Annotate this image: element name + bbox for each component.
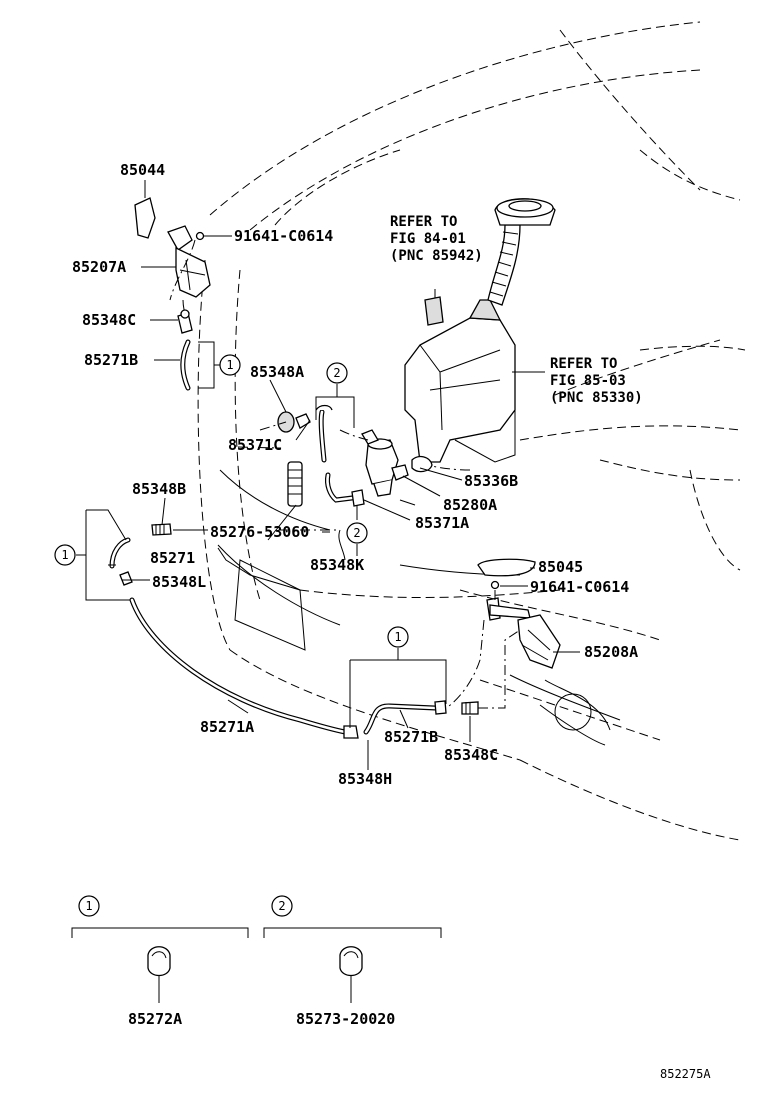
legend-key-2-text: 2 <box>278 899 285 913</box>
callout-1-b <box>54 544 76 566</box>
label-85280A: 85280A <box>443 496 497 514</box>
ref1-line3: (PNC 85942) <box>390 248 483 264</box>
label-91641-b: 91641-C0614 <box>530 578 629 596</box>
ref2-line1: REFER TO <box>550 356 617 372</box>
legend-key-1 <box>78 895 100 917</box>
ref1-line2: FIG 84-01 <box>390 231 466 247</box>
ref1-line1: REFER TO <box>390 214 457 230</box>
legend-key-1-text: 1 <box>85 899 92 913</box>
label-85348C-b: 85348C <box>444 746 498 764</box>
callout-2-a-text: 2 <box>333 366 340 380</box>
label-85044: 85044 <box>120 161 165 179</box>
hoses-lower-left <box>109 523 479 739</box>
legend-key-2 <box>271 895 293 917</box>
reference-notes: REFER TO FIG 84-01 (PNC 85942) REFER TO … <box>390 214 643 406</box>
label-85371A: 85371A <box>415 514 469 532</box>
label-85348C-a: 85348C <box>82 311 136 329</box>
label-85371C: 85371C <box>228 436 282 454</box>
label-85336B: 85336B <box>464 472 518 490</box>
part-labels: 85044 91641-C0614 85207A 85348C 85271B 8… <box>72 161 638 788</box>
label-85348A: 85348A <box>250 363 304 381</box>
callout-1-a <box>219 354 241 376</box>
hose-85371C <box>277 404 365 507</box>
headlamp-outline <box>217 469 621 746</box>
washer-pump <box>361 429 409 497</box>
label-91641-a: 91641-C0614 <box>234 227 333 245</box>
connector-lines <box>169 239 521 709</box>
clamp-85273-icon <box>339 946 363 1003</box>
callout-1-c <box>387 626 409 648</box>
label-85348K: 85348K <box>310 556 364 574</box>
nozzle-85207A <box>134 197 211 334</box>
nozzle-85208A <box>477 558 561 669</box>
label-85271: 85271 <box>150 549 195 567</box>
label-85208A: 85208A <box>584 643 638 661</box>
callout-2-b-text: 2 <box>353 526 360 540</box>
label-85045: 85045 <box>538 558 583 576</box>
label-85348H: 85348H <box>338 770 392 788</box>
illustration-code: 852275A <box>660 1067 711 1081</box>
label-85207A: 85207A <box>72 258 126 276</box>
label-85271B-b: 85271B <box>384 728 438 746</box>
callout-circles: 1 2 2 1 1 <box>54 354 409 648</box>
leader-lines <box>76 180 580 770</box>
label-85273: 85273-20020 <box>296 1010 395 1028</box>
label-85348B: 85348B <box>132 480 186 498</box>
callout-1-b-text: 1 <box>61 548 68 562</box>
callout-2-a <box>326 362 348 384</box>
washer-tank <box>404 198 556 473</box>
hose-85271B-upper <box>180 339 191 391</box>
ref2-line3: (PNC 85330) <box>550 390 643 406</box>
label-85276: 85276-53060 <box>210 523 309 541</box>
callout-1-c-text: 1 <box>394 630 401 644</box>
label-85271B-a: 85271B <box>84 351 138 369</box>
label-85272A: 85272A <box>128 1010 182 1028</box>
ref2-line2: FIG 85-03 <box>550 373 626 389</box>
label-85348L: 85348L <box>152 573 206 591</box>
legend: 1 2 85272A 85273-20020 <box>71 895 442 1028</box>
callout-1-a-text: 1 <box>226 358 233 372</box>
callout-2-b <box>346 522 368 544</box>
label-85271A: 85271A <box>200 718 254 736</box>
clamp-85272A-icon <box>147 946 171 1003</box>
